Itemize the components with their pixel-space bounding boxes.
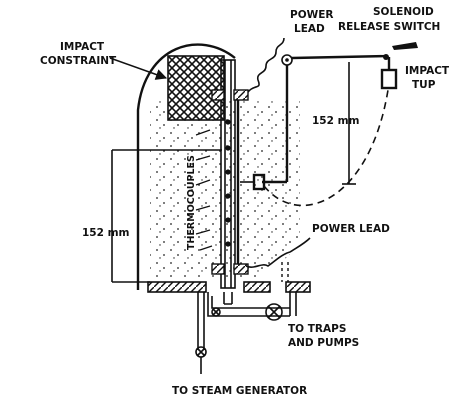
test-tube (220, 59, 236, 289)
pipe-steam-feed (197, 292, 205, 350)
label-dim-lower: 152 mm (82, 227, 130, 239)
constraint-leader (109, 57, 168, 80)
label-dim-upper: 152 mm (312, 115, 360, 127)
housing-dome (136, 43, 236, 290)
valve-traps[interactable] (265, 303, 283, 321)
base-plate-right (285, 281, 311, 293)
label-impact-constraint-2: CONSTRAINT (40, 55, 117, 67)
label-power-lead-top: POWER (290, 9, 333, 21)
label-and-pumps: AND PUMPS (288, 337, 359, 349)
swing-arc (263, 89, 389, 207)
valve-middle[interactable] (211, 307, 221, 317)
label-steam-generator: TO STEAM GENERATOR (172, 385, 307, 397)
impact-constraint-block (167, 55, 225, 121)
release-arm (291, 54, 389, 60)
lower-flange-right (233, 263, 249, 275)
base-plate-left (147, 281, 207, 293)
pipe-dashed (281, 262, 289, 282)
power-lead-top-coil (247, 37, 285, 93)
impact-tup[interactable] (380, 68, 398, 90)
pivot-right[interactable] (383, 54, 389, 60)
pipe-drop (223, 292, 233, 305)
thermocouple-leads (195, 129, 213, 251)
label-impact-tup: IMPACT (405, 65, 450, 77)
upper-flange-left (211, 89, 225, 101)
upper-flange-right (233, 89, 249, 101)
base-plate-mid (243, 281, 271, 293)
label-impact-constraint: IMPACT (60, 41, 105, 53)
label-impact-tup-2: TUP (412, 79, 436, 91)
label-power-lead-right: POWER LEAD (312, 223, 390, 235)
power-lead-bottom-coil (245, 237, 311, 268)
solenoid-switch[interactable] (392, 42, 418, 50)
lower-flange-left (211, 263, 225, 275)
pipe-right (289, 292, 297, 316)
label-thermocouples: THERMOCOUPLES (186, 155, 197, 250)
pipe-outlet (207, 292, 290, 317)
label-solenoid: SOLENOID (373, 6, 434, 18)
thermocouple-junctions (225, 119, 231, 247)
label-power-lead-top-2: LEAD (294, 23, 325, 35)
label-to-traps: TO TRAPS (288, 323, 346, 335)
label-release-switch: RELEASE SWITCH (338, 21, 440, 33)
valve-steam[interactable] (195, 346, 207, 358)
